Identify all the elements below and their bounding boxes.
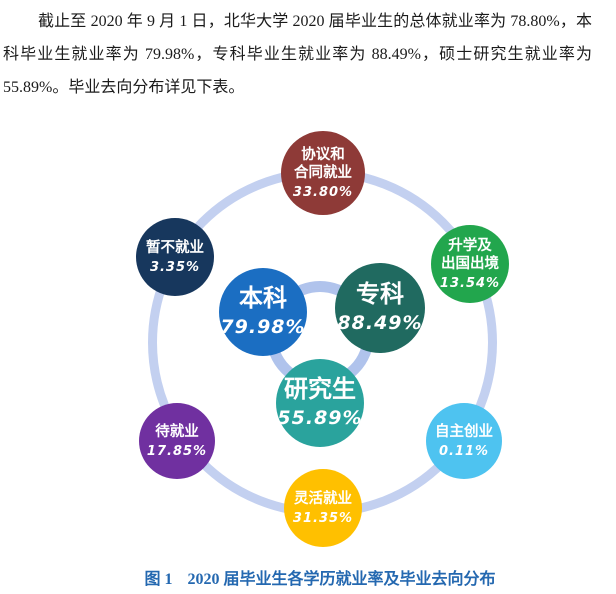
paragraph-line: 截止至 2020 年 9 月 1 日，北华大学 2020 届毕业生的总体就业率为… xyxy=(38,13,592,30)
bubble-value: 33.80% xyxy=(292,185,354,201)
bubble-junior-college-rate: 专科 88.49% xyxy=(335,263,425,353)
bubble-label: 暂不就业 xyxy=(146,239,204,256)
bubble-label: 灵活就业 xyxy=(294,490,352,507)
bubble-label: 本科 xyxy=(239,284,287,312)
bubble-label: 升学及 xyxy=(448,237,492,254)
bubble-postgraduate-rate: 研究生 55.89% xyxy=(276,359,364,447)
bubble-label: 研究生 xyxy=(284,375,356,403)
figure-caption: 图 1 2020 届毕业生各学历就业率及毕业去向分布 xyxy=(24,565,616,589)
bubble-flexible-employment: 灵活就业 31.35% xyxy=(284,469,362,547)
paragraph-line: 科毕业生就业率为 79.98%，专科毕业生就业率为 88.49%，硕士研究生就业… xyxy=(3,46,592,63)
bubble-value: 55.89% xyxy=(277,407,363,430)
bubble-label: 合同就业 xyxy=(294,165,352,181)
bubble-contract-employment: 协议和 合同就业 33.80% xyxy=(281,131,365,215)
bubble-pending-employment: 待就业 17.85% xyxy=(139,403,215,479)
figure-title: 2020 届毕业生各学历就业率及毕业去向分布 xyxy=(187,571,496,588)
bubble-undergraduate-rate: 本科 79.98% xyxy=(219,268,307,356)
bubble-self-employment: 自主创业 0.11% xyxy=(426,403,502,479)
bubble-label: 出国出境 xyxy=(441,256,499,272)
bubble-value: 88.49% xyxy=(337,312,423,335)
bubble-label: 专科 xyxy=(356,280,404,308)
bubble-label: 自主创业 xyxy=(435,423,493,440)
bubble-further-study-abroad: 升学及 出国出境 13.54% xyxy=(431,225,509,303)
bubble-label: 待就业 xyxy=(155,423,199,440)
bubble-label: 协议和 xyxy=(301,146,345,163)
bubble-value: 79.98% xyxy=(220,316,306,339)
bubble-value: 3.35% xyxy=(149,260,201,276)
bubble-value: 31.35% xyxy=(292,511,354,527)
bubble-value: 0.11% xyxy=(438,444,490,460)
bubble-not-employed-yet: 暂不就业 3.35% xyxy=(136,218,214,296)
body-paragraph: 截止至 2020 年 9 月 1 日，北华大学 2020 届毕业生的总体就业率为… xyxy=(0,0,616,104)
bubble-value: 13.54% xyxy=(439,276,501,292)
paragraph-line: 55.89%。毕业去向分布详见下表。 xyxy=(3,79,245,96)
figure-number: 图 1 xyxy=(144,571,173,588)
bubble-value: 17.85% xyxy=(146,444,208,460)
